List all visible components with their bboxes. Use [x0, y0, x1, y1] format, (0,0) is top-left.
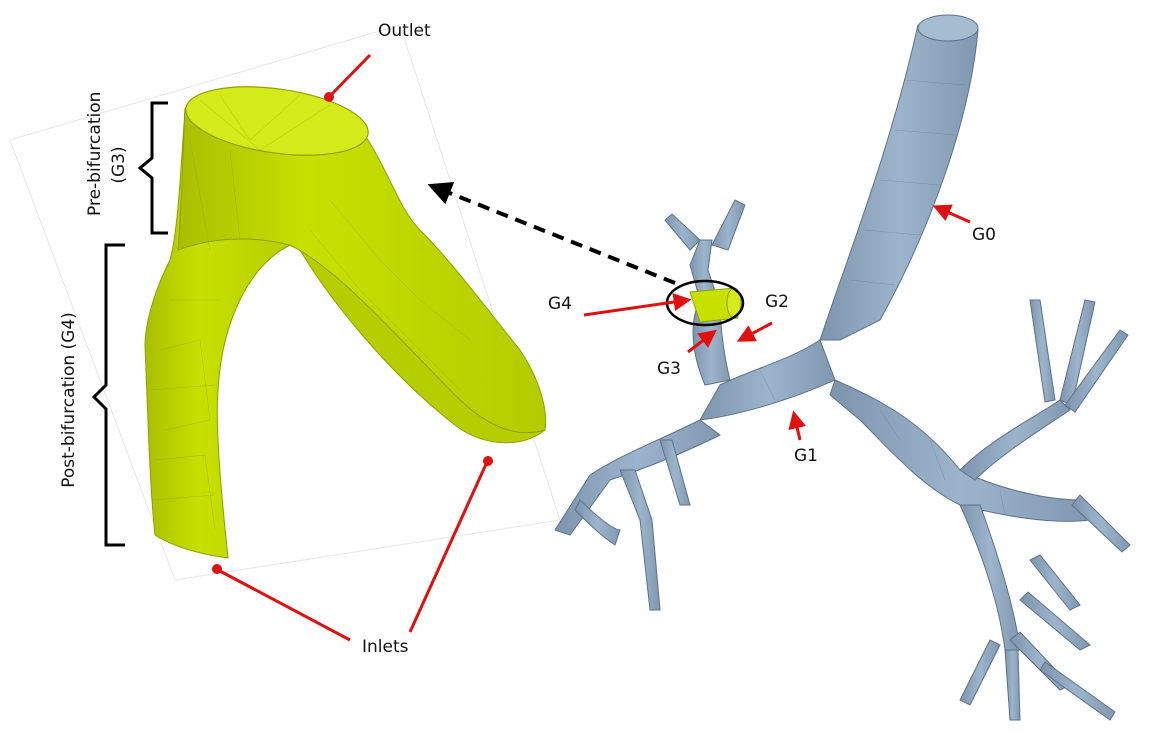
post-bifurcation-label: Post-bifurcation (G4) — [59, 312, 79, 488]
inlets-callout: Inlets — [212, 456, 493, 657]
post-bifurcation-bracket — [94, 245, 125, 545]
outlet-label: Outlet — [378, 21, 431, 41]
g0-label: G0 — [972, 225, 996, 245]
pre-bifurcation-label: Pre-bifurcation — [85, 92, 105, 216]
g2-label: G2 — [765, 292, 789, 312]
inlets-label: Inlets — [362, 637, 409, 657]
outlet-callout: Outlet — [324, 21, 431, 102]
g4-label: G4 — [548, 294, 572, 314]
g1-label: G1 — [794, 446, 818, 466]
pre-bifurcation-bracket — [140, 103, 168, 233]
airway-tree — [555, 15, 1130, 720]
pre-bifurcation-sublabel: (G3) — [109, 146, 129, 183]
g3-label: G3 — [657, 359, 681, 379]
zoom-pointer-arrow — [432, 186, 675, 283]
generation-labels: G0 G1 G2 G3 G4 — [548, 207, 996, 466]
